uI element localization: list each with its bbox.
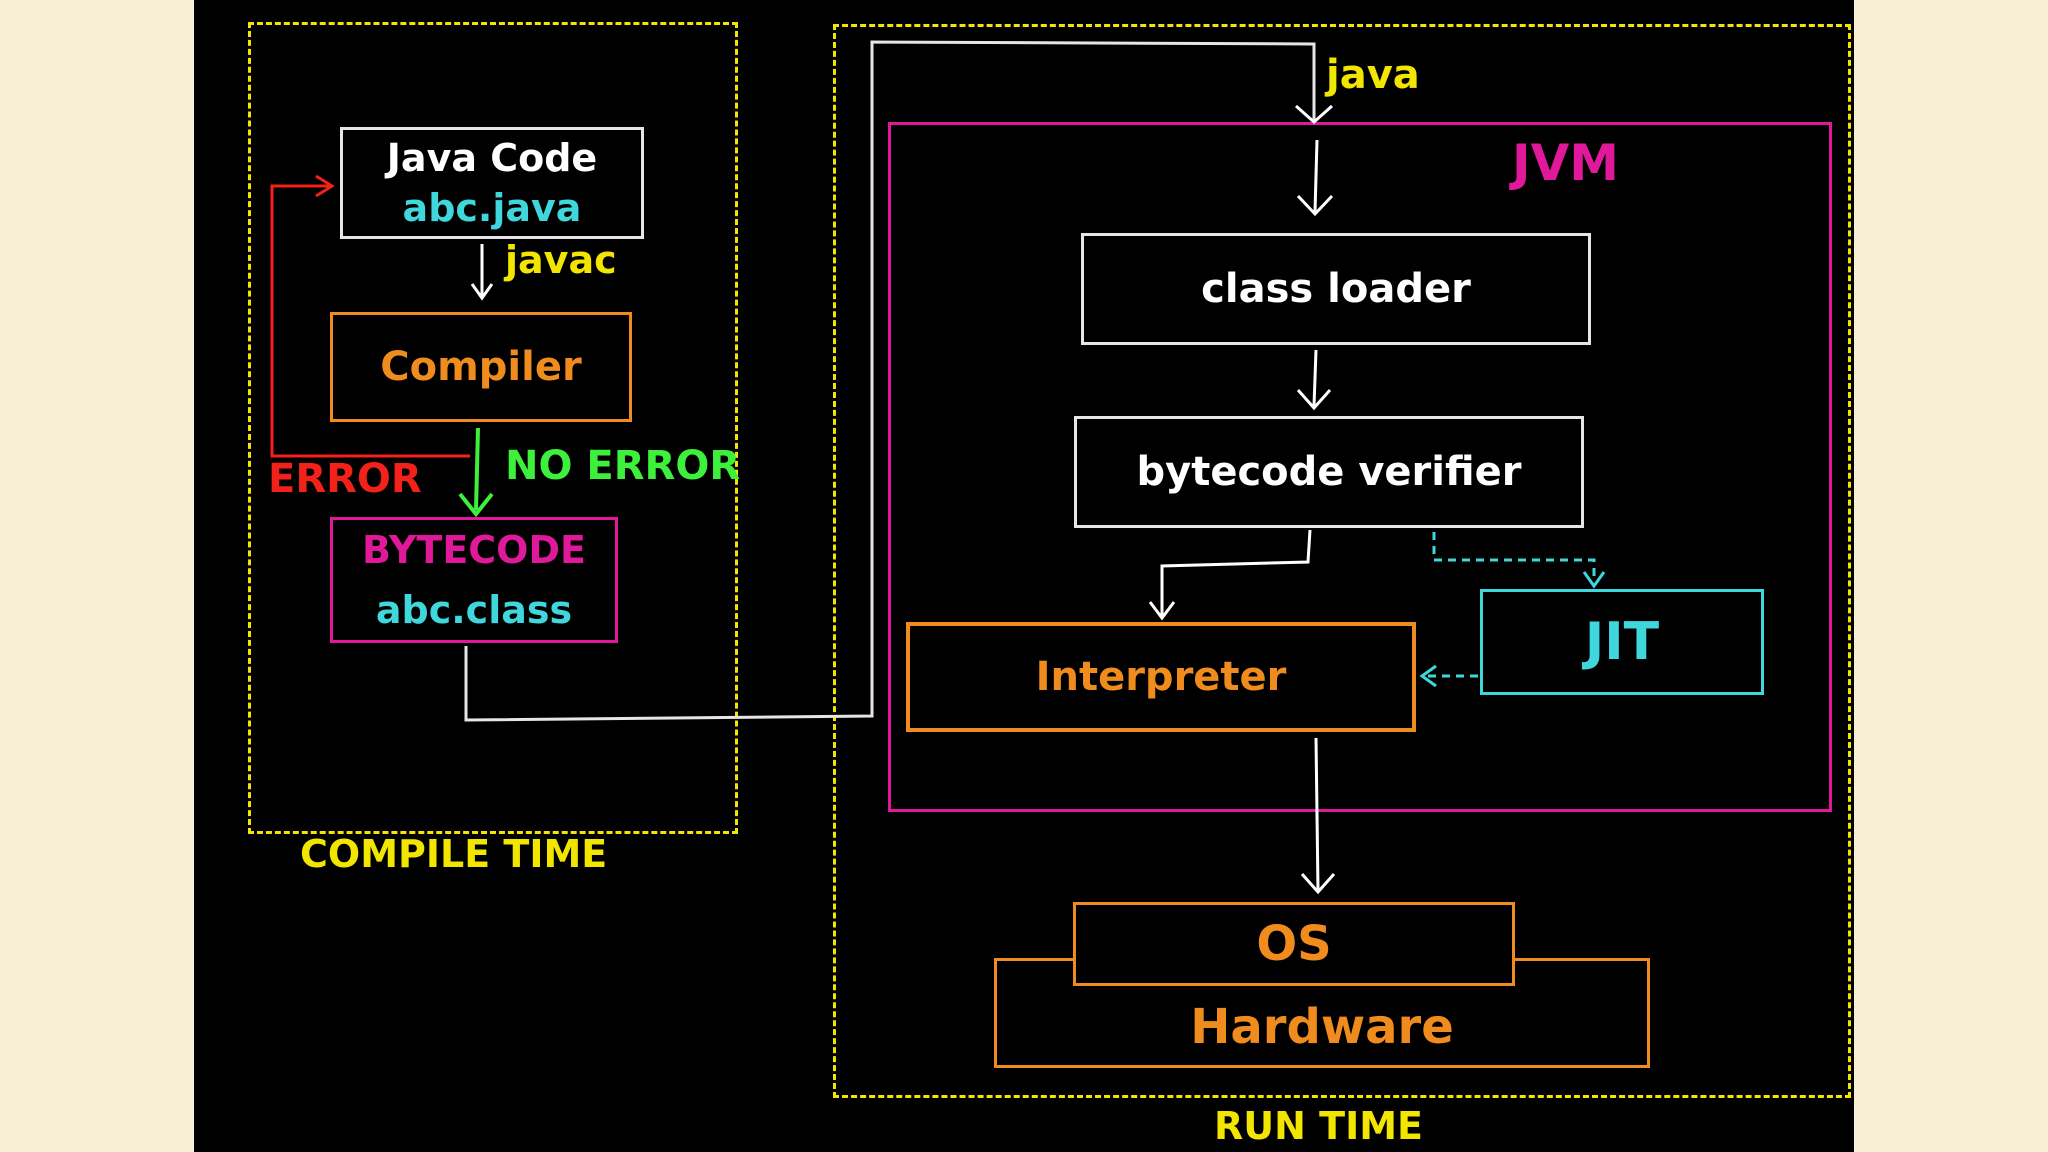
error-label: ERROR (268, 456, 422, 502)
bytecode-box: BYTECODE abc.class (330, 517, 618, 643)
hardware-box: Hardware (994, 958, 1650, 1068)
jit-label: JIT (1584, 612, 1660, 672)
jvm-label: JVM (1512, 134, 1620, 192)
jit-box: JIT (1480, 589, 1764, 695)
java-code-box: Java Code abc.java (340, 127, 644, 239)
no-error-label: NO ERROR (505, 443, 741, 489)
compile-time-label: COMPILE TIME (300, 832, 608, 876)
compiler-box: Compiler (330, 312, 632, 422)
run-time-label: RUN TIME (1214, 1104, 1423, 1148)
os-box: OS (1073, 902, 1515, 986)
interpreter-label: Interpreter (1035, 654, 1287, 700)
compiler-label: Compiler (380, 344, 582, 390)
javac-label: javac (505, 238, 617, 282)
bytecode-verifier-box: bytecode verifier (1074, 416, 1584, 528)
bytecode-file: abc.class (375, 588, 573, 632)
bytecode-title: BYTECODE (362, 528, 586, 572)
class-loader-label: class loader (1201, 266, 1471, 312)
class-loader-box: class loader (1081, 233, 1591, 345)
java-command-label: java (1326, 52, 1420, 98)
os-label: OS (1256, 916, 1332, 972)
java-code-file: abc.java (402, 186, 582, 230)
bytecode-verifier-label: bytecode verifier (1136, 449, 1522, 495)
java-code-title: Java Code (386, 136, 598, 180)
hardware-label: Hardware (1190, 999, 1454, 1055)
interpreter-box: Interpreter (906, 622, 1416, 732)
